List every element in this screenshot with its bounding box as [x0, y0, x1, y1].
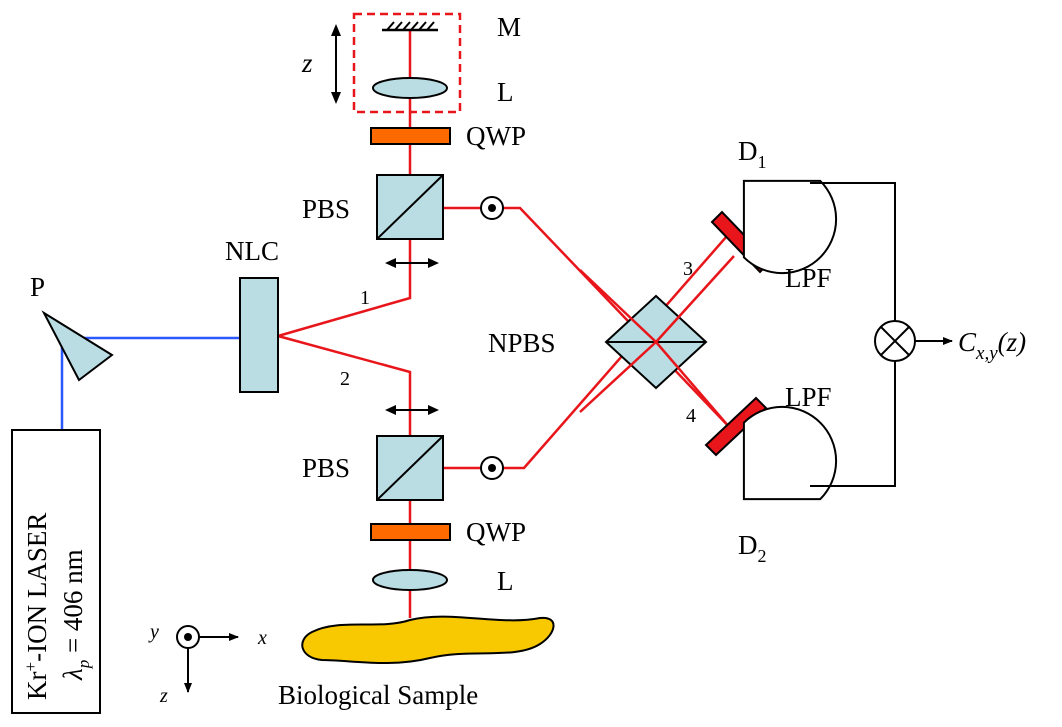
laser-lambda: λ — [58, 668, 88, 681]
d1-main: D — [738, 136, 758, 166]
label-beam-3: 3 — [683, 258, 693, 280]
lens-bottom-icon — [372, 569, 448, 591]
beam-in-a — [579, 269, 657, 343]
laser-kr-sup: + — [21, 662, 40, 672]
lpf-bottom-icon — [704, 396, 768, 457]
laser-kr: Kr — [22, 672, 52, 701]
label-beam-2: 2 — [340, 368, 350, 390]
wire-d1 — [810, 182, 896, 321]
beam-top-to-npbs — [412, 206, 735, 433]
laser-wavelength: = 406 nm — [58, 549, 88, 659]
lens-top-icon — [372, 77, 448, 99]
label-beam-4: 4 — [686, 405, 696, 427]
polarization-dot-top — [480, 196, 504, 220]
laser-box — [11, 429, 101, 714]
label-detector-d2: D2 — [738, 530, 767, 566]
nlc-crystal-icon — [239, 277, 279, 393]
label-pbs-bottom: PBS — [302, 453, 350, 483]
mirror-icon — [382, 21, 438, 32]
label-lpf-bottom: LPF — [785, 382, 832, 412]
laser-label-line1: Kr+-ION LASER — [21, 513, 52, 700]
label-axis-x: x — [257, 627, 267, 649]
label-axis-z: z — [159, 685, 168, 707]
label-prism: P — [30, 272, 45, 302]
pbs-bottom-icon — [376, 435, 444, 501]
correlator-icon — [874, 320, 916, 362]
d2-main: D — [738, 530, 758, 560]
label-z-scan: z — [301, 48, 313, 78]
pbs-top-icon — [376, 174, 444, 240]
qwp-top-icon — [370, 127, 451, 145]
output-argument: (z) — [998, 327, 1027, 357]
polarization-arrow-top — [385, 258, 439, 268]
biological-sample-shape — [301, 615, 555, 665]
laser-ion: -ION LASER — [22, 513, 52, 662]
d2-subscript: 2 — [758, 546, 767, 566]
coordinate-axes-icon — [176, 625, 239, 693]
label-npbs: NPBS — [488, 328, 556, 358]
beam-3 — [655, 255, 735, 343]
detector-d2-icon — [742, 405, 838, 501]
label-beam-1: 1 — [360, 287, 370, 309]
detector-d1-icon — [742, 179, 838, 275]
label-biological-sample: Biological Sample — [278, 680, 478, 710]
scan-arm-dashed-box — [352, 12, 462, 114]
polarization-arrow-bottom — [385, 405, 439, 415]
laser-label-group: Kr+-ION LASER λp = 406 nm — [21, 513, 93, 700]
label-axis-y: y — [148, 621, 159, 643]
beam-1 — [277, 30, 412, 338]
label-nlc: NLC — [225, 236, 279, 266]
label-detector-d1: D1 — [738, 136, 767, 172]
beam-in-b — [579, 341, 657, 413]
laser-label-line2: λp = 406 nm — [58, 549, 93, 681]
label-mirror: M — [497, 12, 521, 42]
label-lens-bottom: L — [497, 566, 514, 596]
z-translation-arrow — [331, 24, 341, 104]
label-lens-top: L — [497, 77, 514, 107]
label-qwp-bottom: QWP — [466, 517, 526, 547]
output-subscript: x,y — [975, 343, 998, 364]
beam-4 — [655, 341, 731, 429]
output-main: C — [958, 327, 977, 357]
laser-lambda-sub: p — [74, 660, 93, 670]
qwp-bottom-icon — [370, 523, 451, 541]
label-qwp-top: QWP — [466, 121, 526, 151]
prism-icon — [41, 310, 114, 382]
label-pbs-top: PBS — [302, 194, 350, 224]
wire-d2 — [810, 361, 896, 487]
polarization-dot-bottom — [480, 456, 504, 480]
label-lpf-top: LPF — [785, 263, 832, 293]
d1-subscript: 1 — [758, 152, 767, 172]
label-output: Cx,y(z) — [958, 327, 1026, 364]
